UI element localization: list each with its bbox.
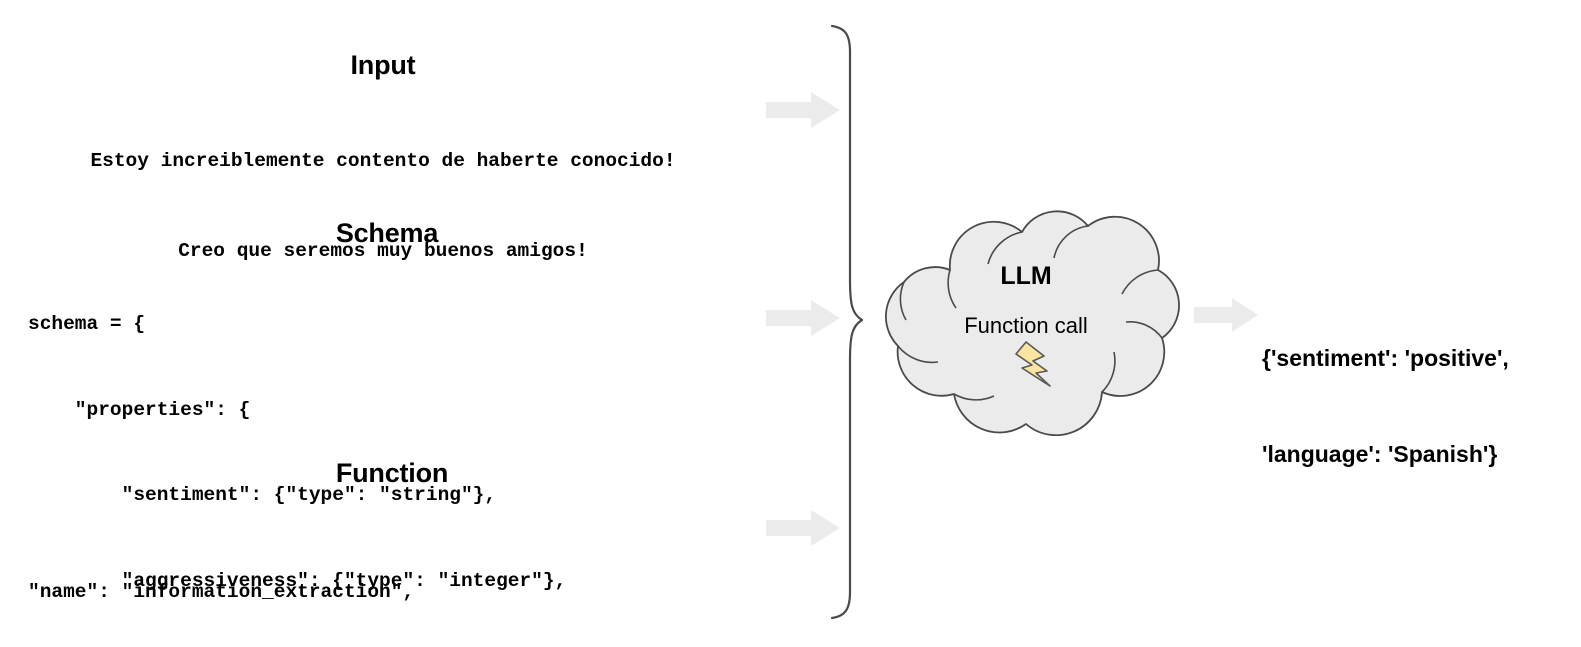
schema-arrow-icon [766,300,840,336]
schema-line-3: "sentiment": {"type": "string"}, [28,484,497,506]
llm-title: LLM [1000,262,1052,290]
function-text-block: "name": "information_extraction", "descr… [28,492,683,647]
lightning-bolt-icon [1006,340,1060,395]
schema-text-block: schema = { "properties": { "sentiment": … [28,253,566,647]
output-line-1: {'sentiment': 'positive', [1262,345,1509,371]
input-line-1: Estoy increiblemente contento de haberte… [90,150,676,172]
function-arrow-icon [766,510,840,546]
schema-line-2: "properties": { [28,398,251,421]
cloud-icon [876,196,1182,441]
input-text-block: Estoy increiblemente contento de haberte… [10,86,756,326]
llm-subtitle: Function call [964,313,1088,338]
output-arrow-icon [1194,298,1258,332]
output-line-2: 'language': 'Spanish'} [1262,441,1498,467]
schema-heading: Schema [335,218,439,248]
function-heading: Function [335,458,449,488]
schema-line-1: schema = { [28,313,146,335]
input-line-2: Creo que seremos muy buenos amigos! [178,240,588,262]
input-heading: Input [350,50,416,80]
function-line-1: "name": "information_extraction", [28,581,415,603]
output-text-block: {'sentiment': 'positive', 'language': 'S… [1262,278,1509,534]
input-arrow-icon [766,92,840,128]
right-curly-brace-icon [828,22,864,627]
schema-line-4: "aggressiveness": {"type": "integer"}, [28,569,567,592]
